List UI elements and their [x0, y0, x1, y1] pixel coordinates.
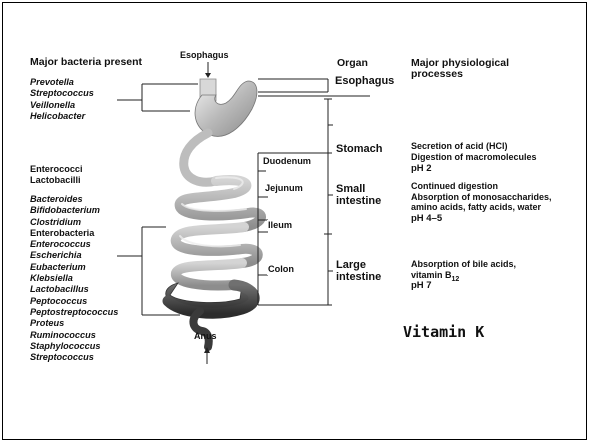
slide: Major bacteria present Esophagus Organ M…: [2, 2, 587, 440]
duodenum-shape: [184, 133, 216, 182]
bacteria-item: Streptococcus: [30, 88, 94, 99]
bacteria-item: Prevotella: [30, 77, 94, 88]
organ-small-intestine: Small intestine: [336, 183, 398, 207]
organ-stomach: Stomach: [336, 143, 382, 155]
processes-header: Major physiological processes: [411, 58, 541, 80]
digestive-tract-figure: Major bacteria present Esophagus Organ M…: [30, 49, 587, 399]
organ-large-intestine: Large intestine: [336, 259, 398, 283]
bacteria-item: Enterococcus: [30, 239, 118, 250]
large-intestine-ph: pH 7: [411, 280, 432, 291]
bacteria-item: Lactobacilli: [30, 175, 83, 186]
small-intestine-shape: [176, 180, 261, 285]
colon-label: Colon: [267, 264, 295, 275]
vitamin-k-annotation: Vitamin K: [403, 323, 484, 341]
bacteria-item: Lactobacillus: [30, 284, 118, 295]
organ-esophagus: Esophagus: [335, 75, 394, 87]
bacteria-item: Peptococcus: [30, 296, 118, 307]
upper-bacteria-bracket: [117, 84, 198, 111]
bacteria-item: Peptostreptococcus: [30, 307, 118, 318]
bacteria-item: Enterobacteria: [30, 228, 118, 239]
bacteria-item: Bifidobacterium: [30, 205, 118, 216]
bacteria-item: Veillonella: [30, 100, 94, 111]
jejunum-label: Jejunum: [264, 183, 304, 194]
bacteria-item: Enterococci: [30, 164, 83, 175]
duodenum-label: Duodenum: [262, 156, 312, 167]
small-intestine-processes: Continued digestion Absorption of monosa…: [411, 181, 552, 213]
bacteria-item: Eubacterium: [30, 262, 118, 273]
bacteria-item: Streptococcus: [30, 352, 118, 363]
bacteria-item: Klebsiella: [30, 273, 118, 284]
stomach-processes: Secretion of acid (HCl) Digestion of mac…: [411, 141, 537, 162]
organ-header: Organ: [337, 58, 368, 69]
ileum-label: Ileum: [267, 220, 293, 231]
esophagus-top-label: Esophagus: [180, 50, 229, 61]
stomach-ph: pH 2: [411, 163, 432, 174]
bacteria-header: Major bacteria present: [30, 57, 142, 68]
bacteria-item: Ruminococcus: [30, 330, 118, 341]
bacteria-item: Staphylococcus: [30, 341, 118, 352]
bacteria-item: Proteus: [30, 318, 118, 329]
anus-label: Anus: [194, 331, 217, 342]
bacteria-item: Bacteroides: [30, 194, 118, 205]
small-intestine-ph: pH 4–5: [411, 213, 442, 224]
bacteria-item: Helicobacter: [30, 111, 94, 122]
bacteria-item: Escherichia: [30, 250, 118, 261]
bacteria-item: Clostridium: [30, 217, 118, 228]
